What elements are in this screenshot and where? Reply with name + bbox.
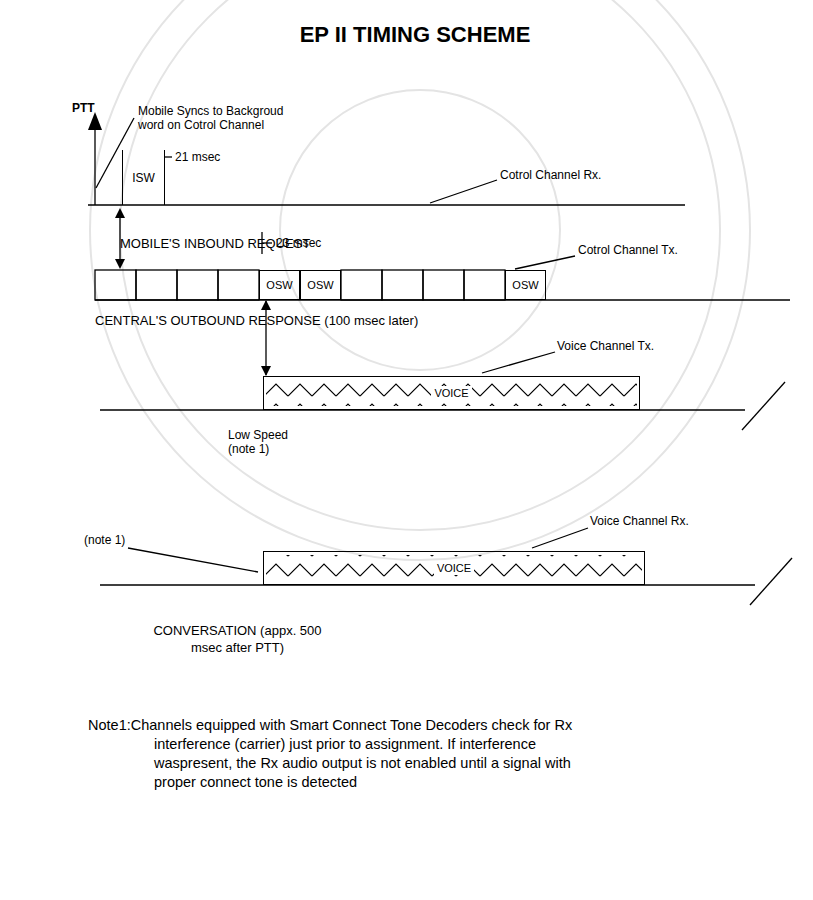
channel-name: Cotrol Channel Rx.: [500, 168, 601, 182]
signal-name: PTT: [72, 101, 95, 115]
box-label: OSW: [307, 278, 333, 292]
annotation: Low Speed (note 1): [228, 428, 300, 456]
box-label: OSW: [512, 278, 538, 292]
diagram-title: EP II TIMING SCHEME: [150, 22, 680, 48]
voice-channel-box: VOICE: [263, 376, 640, 410]
voice-waveform: [266, 555, 642, 581]
section-heading: CENTRAL'S OUTBOUND RESPONSE (100 msec la…: [95, 314, 418, 328]
footnote: Note1:Channels equipped with Smart Conne…: [88, 716, 594, 792]
tick-line: [165, 156, 172, 157]
timing-dimension: 23 msec: [276, 236, 321, 250]
break-slash: [750, 558, 792, 605]
note-reference: (note 1): [84, 533, 125, 547]
box-label: VOICE: [431, 386, 471, 400]
leader-line: [430, 180, 497, 203]
leader-line: [128, 548, 258, 572]
control-tx-baseline: [95, 299, 790, 300]
slot-box: OSW: [300, 270, 341, 300]
leader-line: [515, 256, 575, 269]
arrowhead: [115, 259, 125, 269]
box-label: VOICE: [434, 561, 474, 575]
channel-name: Voice Channel Tx.: [557, 339, 654, 353]
slot-box: ISW: [122, 150, 165, 205]
control-rx-baseline: [88, 204, 685, 205]
channel-name: Voice Channel Rx.: [590, 514, 689, 528]
channel-name: Cotrol Channel Tx.: [578, 243, 678, 257]
box-label: OSW: [266, 278, 292, 292]
arrowhead: [115, 208, 125, 218]
slot-box: OSW: [259, 270, 300, 300]
annotation: Mobile Syncs to Backgroud word on Cotrol…: [138, 104, 308, 132]
timing-dimension: 21 msec: [175, 150, 220, 164]
slot-box: OSW: [505, 270, 546, 300]
voice-channel-box: VOICE: [263, 551, 645, 585]
time-slot-cells: [95, 270, 505, 300]
leader-line: [532, 528, 588, 548]
break-slash: [742, 382, 785, 430]
ptt-arrow: [94, 128, 95, 205]
leader-line: [96, 118, 134, 188]
timing-arrow: [265, 301, 266, 375]
box-label: ISW: [132, 171, 155, 185]
section-heading: CONVERSATION (appx. 500 msec after PTT): [150, 622, 325, 656]
watermark-seal: [90, 0, 750, 560]
leader-line: [482, 352, 555, 373]
voice-waveform: [266, 380, 637, 406]
